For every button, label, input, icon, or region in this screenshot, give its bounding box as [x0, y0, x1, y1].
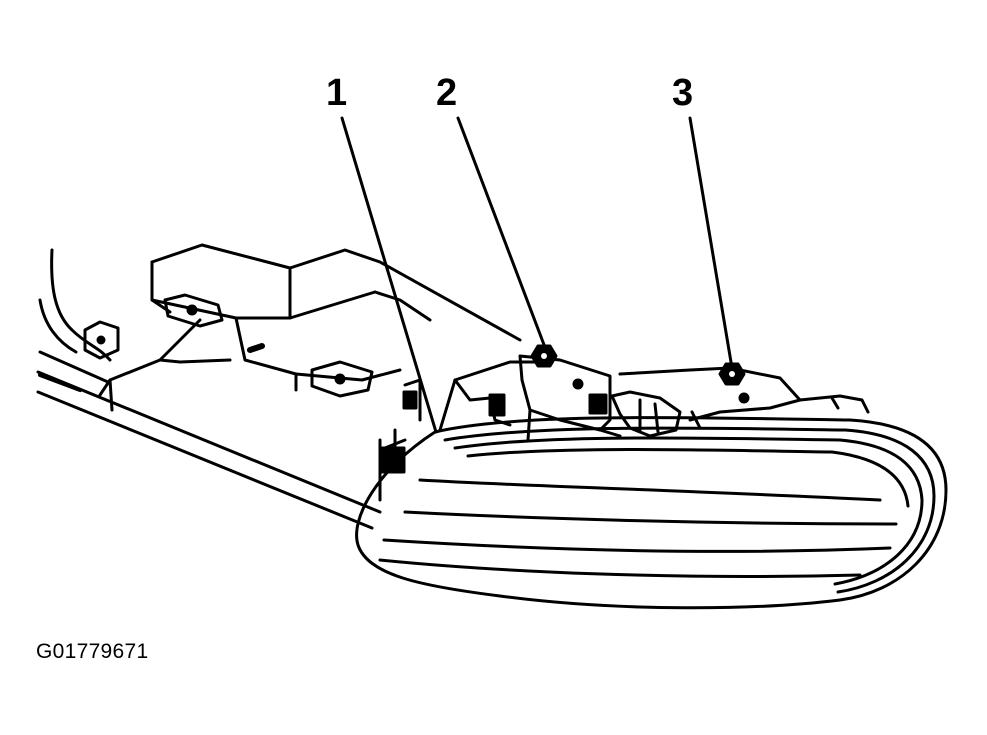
figure-id-label: G01779671 — [36, 640, 149, 663]
leader-lines — [340, 116, 734, 434]
callout-number-1: 1 — [326, 72, 348, 114]
bolt-3 — [718, 362, 746, 386]
radiator-support — [36, 243, 522, 530]
headlamp-assembly — [355, 416, 948, 610]
callout-number-3: 3 — [672, 72, 694, 114]
leader-line-3 — [688, 116, 734, 370]
leader-line-1 — [340, 116, 438, 434]
leader-line-2 — [456, 116, 548, 352]
callout-number-2: 2 — [436, 72, 458, 114]
bolt-2 — [530, 344, 558, 368]
